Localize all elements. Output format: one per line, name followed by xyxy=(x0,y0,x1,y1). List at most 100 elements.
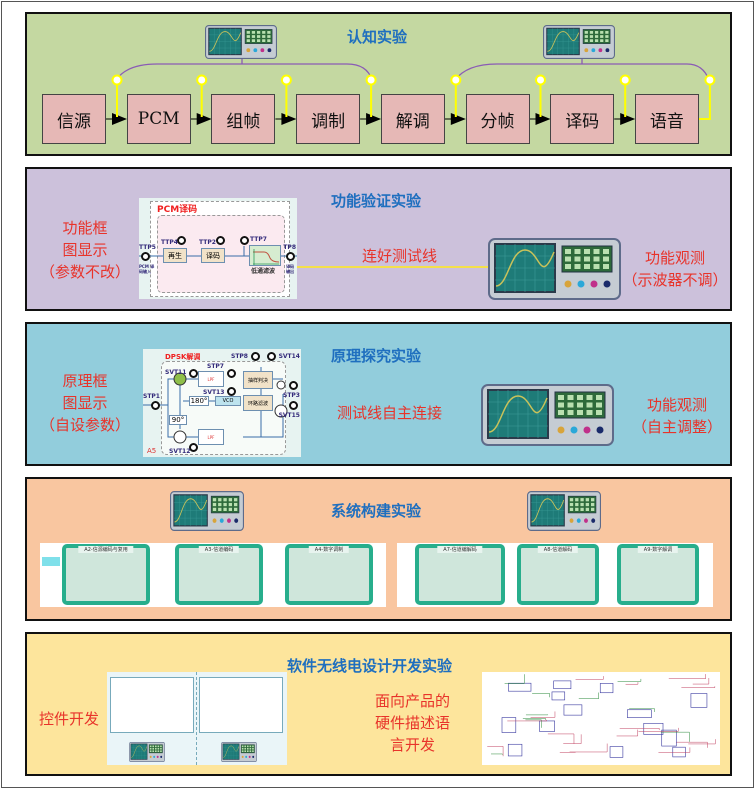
oscilloscope-icon xyxy=(527,491,601,531)
block-decision: 抽样判决 xyxy=(243,371,273,389)
tp-label: STP8 xyxy=(231,353,248,360)
arrow-head xyxy=(281,113,297,125)
chain-block[interactable]: 分帧 xyxy=(465,94,530,144)
test-point[interactable] xyxy=(289,401,298,410)
diagram-title: DPSK解调 xyxy=(165,353,201,361)
middle-annotation: 测试线自主连接 xyxy=(337,404,443,422)
module-panel[interactable]: A3-信道编码 xyxy=(175,544,263,605)
test-point[interactable] xyxy=(286,252,295,261)
oscilloscope-icon[interactable] xyxy=(481,384,614,446)
wiring xyxy=(106,58,716,125)
tp-label: TP8 xyxy=(283,244,296,251)
section-principle-exploration: 原理探究实验 原理框 图显示 （自设参数） DPSK解调 180° 90° VC… xyxy=(25,322,732,466)
dpsk-demod-block-diagram[interactable]: DPSK解调 180° 90° VCO 抽样判决 环路滤波 LPF LPF ST… xyxy=(143,349,301,457)
tap-point[interactable] xyxy=(535,74,546,86)
panel-title: A8-信道解码 xyxy=(537,546,579,553)
tp-label: TTP5 xyxy=(139,244,156,251)
module-panel[interactable]: A4-数字调制 xyxy=(285,544,373,605)
input-label: PCM 译码输入 xyxy=(139,264,155,274)
test-point[interactable] xyxy=(216,236,225,245)
tap-point[interactable] xyxy=(196,74,208,86)
panel-title: A3-信道编码 xyxy=(198,546,240,553)
tap-point[interactable] xyxy=(704,74,716,86)
hdl-schematic[interactable] xyxy=(482,672,720,765)
panel-title: A2-信源编码与复用 xyxy=(78,546,134,553)
oscilloscope-icon xyxy=(205,25,277,59)
right-annotation: 功能观测 （自主调整） xyxy=(631,396,722,436)
test-point[interactable] xyxy=(189,369,198,378)
section-title: 认知实验 xyxy=(347,28,408,46)
module-panel[interactable]: A7-信道编解码 xyxy=(415,544,505,605)
section-title: 系统构建实验 xyxy=(331,502,422,520)
oscilloscope-icon[interactable] xyxy=(488,238,621,300)
diagram-title: PCM译码 xyxy=(157,205,198,215)
test-point[interactable] xyxy=(227,369,236,378)
section-cognitive-experiment: 认知实验 信源 PCM 组帧调制解调分帧译码语音 xyxy=(25,12,732,156)
tap-point[interactable] xyxy=(450,74,462,86)
tap-point[interactable] xyxy=(619,74,631,86)
tp-label: STP1 xyxy=(143,393,160,400)
oscilloscope-icon xyxy=(170,491,244,531)
test-lead xyxy=(297,266,491,268)
tp-label: SVT14 xyxy=(278,353,300,360)
left-annotation: 控件开发 xyxy=(39,710,100,728)
test-point[interactable] xyxy=(141,252,150,261)
test-point[interactable] xyxy=(177,236,186,245)
section-sdr-development: 软件无线电设计开发实验 控件开发 面向产品的 硬件描述语 言开发 xyxy=(25,632,732,776)
arrow-head xyxy=(535,113,551,125)
test-point[interactable] xyxy=(267,352,276,361)
output-label: 译码输出 xyxy=(286,264,294,274)
right-annotation: 功能观测 （示波器不调） xyxy=(622,249,728,289)
test-point[interactable] xyxy=(251,352,260,361)
block-90: 90° xyxy=(169,415,187,425)
section-title: 功能验证实验 xyxy=(331,192,422,210)
tp-label: SVT13 xyxy=(203,389,225,396)
chain-block[interactable]: 组帧 xyxy=(211,94,276,144)
module-panel[interactable]: A2-信源编码与复用 xyxy=(62,544,150,605)
chain-block[interactable]: 语音 xyxy=(634,94,699,144)
arrow-head xyxy=(112,113,127,125)
chain-block[interactable]: 调制 xyxy=(296,94,361,144)
arrow-head xyxy=(196,113,212,125)
arrow-head xyxy=(620,113,636,125)
system-strip-right[interactable]: A7-信道编解码 A8-信道解码 A9-数字解调 xyxy=(397,543,713,607)
control-development-canvas[interactable] xyxy=(107,672,287,765)
section-function-verification: 功能验证实验 功能框 图显示 （参数不改） PCM译码 再生 译码 低通滤波 T… xyxy=(25,167,732,311)
oscilloscope-icon xyxy=(129,742,165,762)
tap-point[interactable] xyxy=(280,74,292,86)
tp-label: SVT15 xyxy=(278,412,300,419)
block-lpf: LPF xyxy=(198,429,224,445)
pcm-decode-block-diagram[interactable]: PCM译码 再生 译码 低通滤波 TTP5 TTP4 TTP2 TTP7 TP8… xyxy=(139,198,297,299)
block-lpf: LPF xyxy=(198,371,224,387)
block-180: 180° xyxy=(189,396,209,406)
right-annotation: 面向产品的 硬件描述语 言开发 xyxy=(375,692,451,754)
panel-title: A9-数字解调 xyxy=(637,546,679,553)
test-point[interactable] xyxy=(240,236,249,245)
tap-point[interactable] xyxy=(365,74,377,86)
module-label: A5 xyxy=(147,447,157,455)
module-panel[interactable]: A8-信道解码 xyxy=(517,544,599,605)
test-point[interactable] xyxy=(289,381,298,390)
test-point[interactable] xyxy=(151,401,160,410)
block-decode: 译码 xyxy=(201,248,225,263)
oscilloscope-icon xyxy=(543,25,615,59)
left-annotation: 原理框 图显示 （自设参数） xyxy=(39,372,130,434)
oscilloscope-icon xyxy=(221,742,257,762)
middle-annotation: 连好测试线 xyxy=(362,247,438,265)
test-point[interactable] xyxy=(189,443,198,452)
chain-block[interactable]: PCM xyxy=(126,94,191,144)
panel-title: A4-数字调制 xyxy=(308,546,350,553)
system-strip-left[interactable]: A2-信源编码与复用 A3-信道编码 A4-数字调制 xyxy=(40,543,386,607)
test-point[interactable] xyxy=(227,387,236,396)
chain-block[interactable]: 解调 xyxy=(380,94,445,144)
tp-label: STP7 xyxy=(207,363,224,370)
tap-point[interactable] xyxy=(111,74,123,86)
module-panel[interactable]: A9-数字解调 xyxy=(617,544,699,605)
chain-block[interactable]: 信源 xyxy=(42,94,106,144)
block-vco: VCO xyxy=(215,396,241,406)
chain-block[interactable]: 译码 xyxy=(550,94,615,144)
tp-label: STP3 xyxy=(283,392,300,399)
section-system-construction: 系统构建实验 A2-信源编码与复用 A3-信道编码 A4-数字调制 A7-信道编… xyxy=(25,477,732,621)
tp-label: TTP2 xyxy=(199,239,216,246)
